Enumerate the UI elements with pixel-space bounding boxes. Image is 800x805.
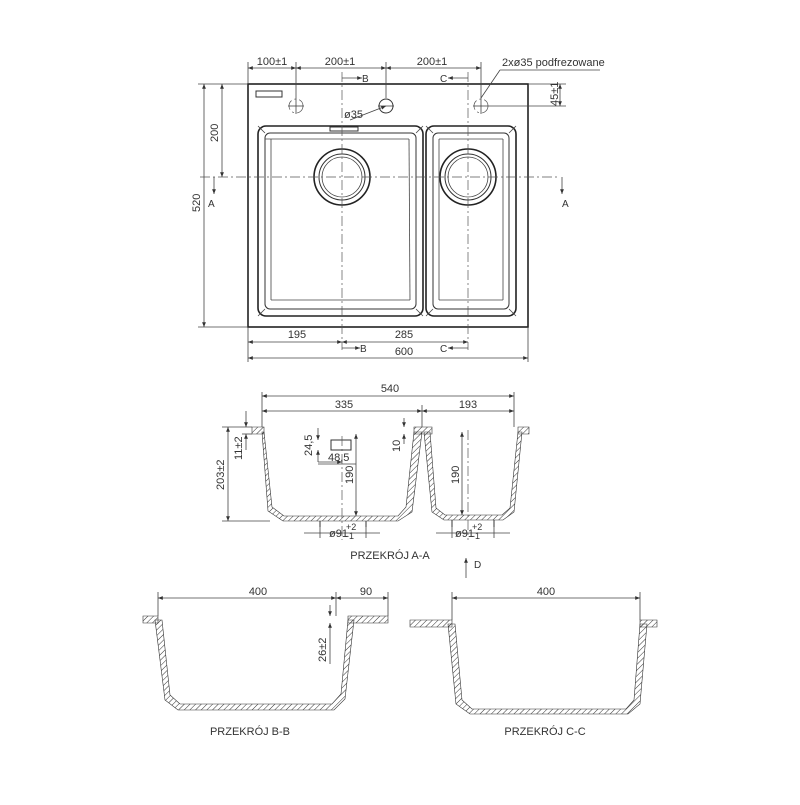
holes-note: 2xø35 podfrezowane	[502, 57, 605, 69]
section-bb-label: PRZEKRÓJ B-B	[210, 725, 290, 738]
dim-203: 203±2	[215, 459, 227, 490]
section-cc-label: PRZEKRÓJ C-C	[504, 725, 585, 738]
tol-91a-lower: -1	[346, 531, 354, 541]
dim-190b: 190	[450, 466, 462, 484]
section-b-bottom: B	[360, 344, 367, 355]
sink-outline	[247, 83, 529, 328]
section-aa-small-bowl	[423, 431, 523, 521]
section-b-top: B	[362, 74, 369, 85]
dim-90: 90	[360, 586, 372, 598]
section-cc-bowl	[447, 623, 648, 715]
dim-100: 100±1	[257, 56, 288, 68]
section-aa-label: PRZEKRÓJ A-A	[350, 549, 430, 562]
dim-200b: 200±1	[417, 56, 448, 68]
large-bowl-outer	[257, 125, 424, 317]
tol-91b-lower: -1	[472, 531, 480, 541]
dim-26: 26±2	[317, 638, 329, 662]
dim-200a: 200±1	[325, 56, 356, 68]
dim-285: 285	[395, 329, 413, 341]
top-view: 100±1 200±1 200±1 B C 2xø35 podfrezowane…	[191, 56, 605, 362]
dim-195: 195	[288, 329, 306, 341]
small-bowl-outer	[425, 125, 517, 317]
dim-11: 11±2	[233, 436, 245, 460]
section-cc: 400 PRZEKRÓJ C-C	[409, 586, 658, 738]
section-c-bottom: C	[440, 344, 447, 355]
dim-193: 193	[459, 399, 477, 411]
section-a-right: A	[562, 199, 569, 210]
section-aa: 540 335 193 203±2 11±2 24,5 48,5 190 190…	[215, 383, 530, 578]
dim-400-bb: 400	[249, 586, 267, 598]
dim-335: 335	[335, 399, 353, 411]
dim-48-5: 48,5	[328, 452, 349, 464]
dim-24-5: 24,5	[303, 435, 315, 456]
section-bb-bowl	[154, 619, 355, 711]
tol-91a-upper: +2	[346, 522, 356, 532]
logo-plate	[255, 90, 283, 98]
dim-400-cc: 400	[537, 586, 555, 598]
small-bowl-inner	[432, 132, 510, 310]
section-a-left: A	[208, 199, 215, 210]
dim-45: 45±1	[549, 82, 561, 106]
section-bb: 400 90 26±2 PRZEKRÓJ B-B	[142, 586, 389, 738]
dia-91a: ø91	[329, 528, 348, 540]
large-bowl-inner	[264, 132, 417, 310]
overflow-slot	[329, 126, 359, 132]
dim-190a: 190	[344, 466, 356, 484]
dia-91b: ø91	[455, 528, 474, 540]
section-c-top: C	[440, 74, 447, 85]
dim-10: 10	[391, 440, 403, 452]
dim-200-left: 200	[209, 124, 221, 142]
tol-91b-upper: +2	[472, 522, 482, 532]
view-d: D	[474, 560, 481, 571]
dim-520: 520	[191, 194, 203, 212]
dim-540: 540	[381, 383, 399, 395]
dia-35: ø35	[344, 109, 363, 121]
dim-600: 600	[395, 346, 413, 358]
